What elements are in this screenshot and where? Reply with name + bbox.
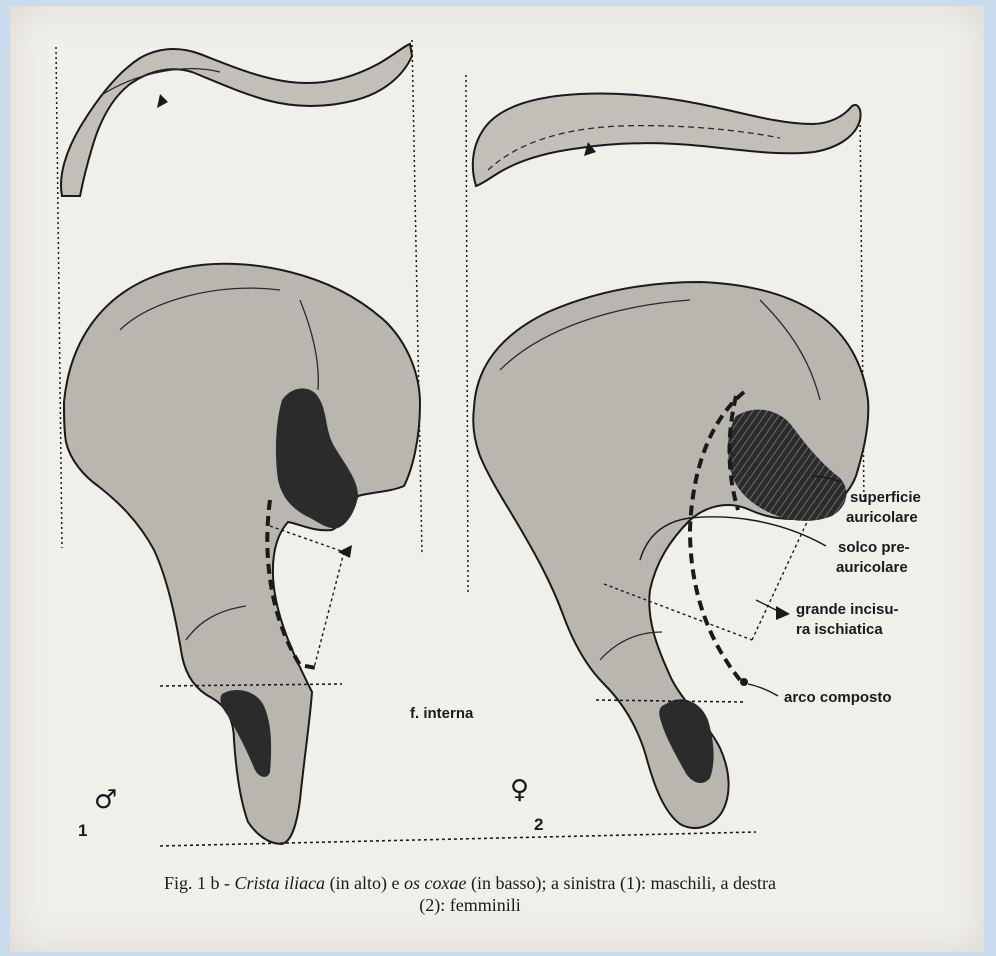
female-os-coxae — [473, 282, 868, 828]
label-solco-line1: solco pre- — [838, 539, 910, 556]
label-incisura-line1: grande incisu- — [796, 601, 899, 618]
caption-line-1: Fig. 1 b - Crista iliaca (in alto) e os … — [30, 872, 910, 894]
label-superficie-line2: auricolare — [846, 509, 918, 526]
guide-line-male-right — [412, 40, 422, 555]
caption-line-2: (2): femminili — [30, 894, 910, 916]
bottom-baseline — [160, 832, 756, 846]
female-number: 2 — [534, 815, 543, 834]
caption-italic-crista: Crista iliaca — [235, 873, 326, 893]
caption-mid-1: (in alto) e — [325, 873, 404, 893]
label-solco-line2: auricolare — [836, 559, 908, 576]
caption-italic-os-coxae: os coxae — [404, 873, 466, 893]
leader-arco — [748, 684, 778, 696]
male-os-coxae — [64, 264, 420, 844]
caption-mid-2: (in basso); a sinistra (1): maschili, a … — [467, 873, 776, 893]
arrowhead-male-sciatic — [338, 545, 352, 558]
male-sciatic-chord-2 — [314, 552, 344, 668]
label-arco-composto: arco composto — [784, 689, 892, 706]
label-superficie-line1: superficie — [850, 489, 921, 506]
caption-prefix: Fig. 1 b - — [164, 873, 235, 893]
guide-line-female-left — [466, 75, 468, 592]
male-iliac-crest — [61, 44, 412, 196]
label-f-interna: f. interna — [410, 705, 474, 722]
female-symbol: ♀ — [510, 775, 529, 805]
arrowhead-male-crest — [157, 94, 168, 108]
male-number: 1 — [78, 821, 87, 840]
male-horizontal-guide — [160, 684, 342, 686]
arrowhead-incisura — [776, 606, 790, 620]
figure-caption: Fig. 1 b - Crista iliaca (in alto) e os … — [30, 872, 910, 916]
guide-line-male-left — [56, 47, 62, 548]
male-symbol: ♂ — [94, 785, 117, 815]
label-incisura-line2: ra ischiatica — [796, 621, 883, 638]
female-iliac-crest — [473, 93, 861, 186]
female-arc-endpoint — [740, 678, 748, 686]
